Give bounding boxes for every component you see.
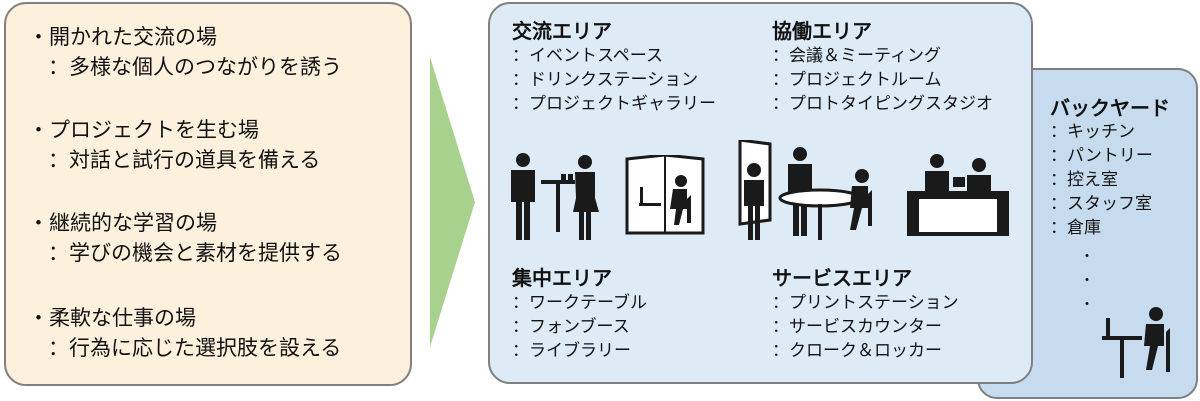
principle-title: ・柔軟な仕事の場	[28, 306, 196, 330]
zone-item: ：プロトタイピングスタジオ	[772, 94, 993, 114]
backyard-item: ：倉庫	[1050, 218, 1101, 238]
backyard-item: ：控え室	[1050, 170, 1118, 190]
backyard-item: ：キッチン	[1050, 122, 1135, 142]
principle-description: ：対話と試行の道具を備える	[48, 148, 321, 172]
ellipsis-dot: ・	[1080, 249, 1094, 265]
zone-item: ：会議＆ミーティング	[772, 46, 941, 66]
phone-booth-icon	[625, 155, 705, 235]
principle-item: ・開かれた交流の場 ：多様な個人のつながりを誘う	[28, 22, 342, 82]
principle-item: ・プロジェクトを生む場 ：対話と試行の道具を備える	[28, 115, 320, 175]
zone-title: サービスエリア	[772, 266, 912, 290]
principle-title: ・プロジェクトを生む場	[28, 118, 259, 142]
principle-description: ：学びの機会と素材を提供する	[48, 241, 342, 265]
zone-item: ：イベントスペース	[512, 46, 663, 66]
principle-description: ：多様な個人のつながりを誘う	[48, 55, 342, 79]
flow-arrow	[430, 57, 475, 347]
principles-panel	[4, 2, 412, 386]
service-counter-icon	[907, 154, 1009, 236]
principle-title: ・継続的な学習の場	[28, 211, 217, 235]
zone-title: 交流エリア	[512, 19, 612, 43]
zone-title: 協働エリア	[772, 19, 872, 43]
zone-item: ：サービスカウンター	[772, 317, 942, 337]
backyard-ellipsis: ・ ・ ・	[1080, 245, 1094, 317]
backyard-item: ：パントリー	[1050, 146, 1153, 166]
zone-collaboration: 協働エリア ：会議＆ミーティング ：プロジェクトルーム ：プロトタイピングスタジ…	[772, 18, 993, 116]
zone-exchange: 交流エリア ：イベントスペース ：ドリンクステーション ：プロジェクトギャラリー	[512, 18, 716, 116]
zone-item: ：クローク＆ロッカー	[772, 341, 942, 361]
zone-item: ：ライブラリー	[512, 341, 631, 361]
zone-item: ：プロジェクトギャラリー	[512, 94, 716, 114]
zone-item: ：プリントステーション	[772, 293, 959, 313]
principle-title: ・開かれた交流の場	[28, 25, 217, 49]
desk-worker-icon	[1102, 307, 1170, 378]
zone-title: 集中エリア	[512, 266, 612, 290]
zone-item: ：プロジェクトルーム	[772, 70, 942, 90]
meeting-table-icon	[738, 140, 872, 240]
zone-item: ：フォンブース	[512, 317, 630, 337]
standing-people-icon	[511, 153, 599, 240]
backyard-item: ：スタッフ室	[1050, 194, 1152, 214]
principle-item: ・柔軟な仕事の場 ：行為に応じた選択肢を設える	[28, 303, 341, 363]
backyard-list: ：キッチン ：パントリー ：控え室 ：スタッフ室 ：倉庫	[1050, 120, 1153, 240]
principle-description: ：行為に応じた選択肢を設える	[48, 336, 342, 360]
principle-item: ・継続的な学習の場 ：学びの機会と素材を提供する	[28, 208, 342, 268]
zone-service: サービスエリア ：プリントステーション ：サービスカウンター ：クローク＆ロッカ…	[772, 265, 959, 363]
ellipsis-dot: ・	[1080, 297, 1094, 313]
zone-item: ：ワークテーブル	[512, 293, 647, 313]
zone-focus: 集中エリア ：ワークテーブル ：フォンブース ：ライブラリー	[512, 265, 647, 363]
zone-item: ：ドリンクステーション	[512, 70, 699, 90]
backyard-title: バックヤード	[1050, 96, 1170, 120]
ellipsis-dot: ・	[1080, 273, 1094, 289]
